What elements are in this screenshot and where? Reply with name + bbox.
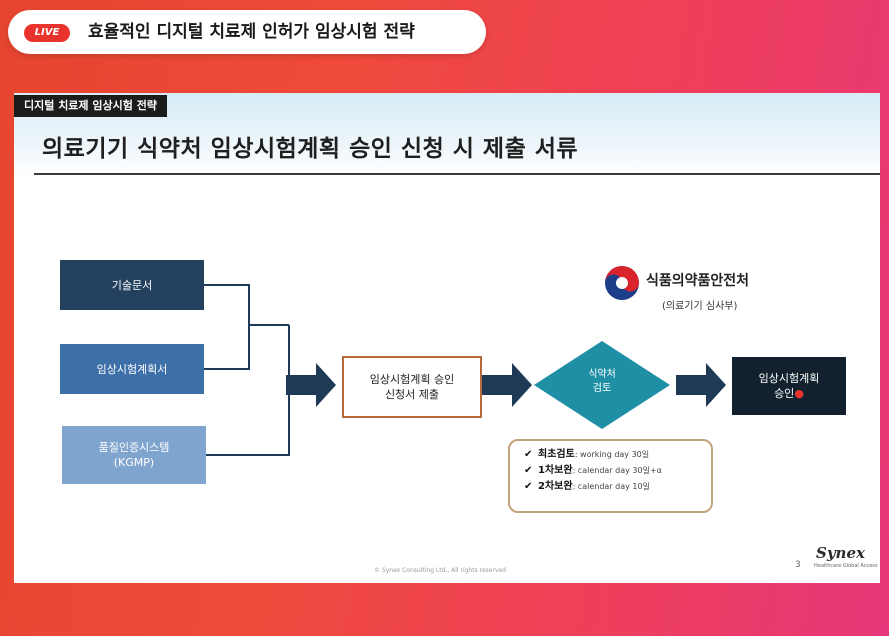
slide-title: 의료기기 식약처 임상시험계획 승인 신청 시 제출 서류: [42, 136, 579, 162]
review-step-label: 식약처 검토: [532, 368, 672, 396]
review-step-line2: 검토: [592, 383, 612, 394]
document-label: 품질인증시스템: [98, 441, 170, 454]
check-icon: ✔: [524, 481, 533, 492]
document-label-sub: (KGMP): [113, 456, 155, 469]
timeline-row: ✔최초검토: working day 30일: [524, 447, 711, 463]
red-dot-icon: ●: [794, 387, 804, 400]
connector-line-3: [206, 325, 290, 456]
right-arrow-icon: [676, 363, 726, 407]
copyright-text: © Synex Consulting Ltd., All rights rese…: [374, 567, 506, 574]
application-label-line1: 임상시험계획 승인: [369, 373, 455, 386]
review-timeline-box: ✔최초검토: working day 30일 ✔1차보완: calendar d…: [508, 439, 713, 513]
document-label: 임상시험계획서: [96, 362, 168, 376]
presentation-slide: 디지털 치료제 임상시험 전략 의료기기 식약처 임상시험계획 승인 신청 시 …: [14, 93, 880, 583]
approval-result-box: 임상시험계획 승인●: [732, 357, 846, 415]
review-diamond: [534, 341, 670, 429]
agency-subdivision: (의료기기 심사부): [662, 301, 738, 312]
application-submission-box: 임상시험계획 승인 신청서 제출: [342, 356, 482, 418]
check-icon: ✔: [524, 449, 533, 460]
result-label-line2: 승인●: [774, 387, 804, 400]
connector-line-2: [204, 325, 250, 370]
document-box-technical: 기술문서: [60, 260, 204, 310]
application-label-line2: 신청서 제출: [384, 388, 440, 401]
flow-connectors: [204, 284, 726, 456]
title-underline: [34, 173, 880, 175]
agency-name: 식품의약품안전처: [646, 273, 750, 289]
connector-line-1: [204, 284, 289, 326]
broadcast-title-bar: LIVE 효율적인 디지털 치료제 인허가 임상시험 전략: [8, 10, 486, 54]
document-label: 기술문서: [111, 278, 153, 292]
right-arrow-icon: [286, 363, 336, 407]
timeline-row: ✔1차보완: calendar day 30일+α: [524, 463, 711, 479]
broadcast-title: 효율적인 디지털 치료제 인허가 임상시험 전략: [88, 22, 415, 42]
result-label-line1: 임상시험계획: [758, 372, 820, 385]
right-arrow-icon: [482, 363, 532, 407]
taegeuk-emblem-icon: [605, 266, 639, 300]
company-logo: Synex: [816, 544, 865, 562]
live-badge: LIVE: [24, 24, 70, 42]
document-box-protocol: 임상시험계획서: [60, 344, 204, 394]
document-box-kgmp: 품질인증시스템 (KGMP): [62, 426, 206, 484]
review-step-line1: 식약처: [588, 369, 616, 380]
timeline-row: ✔2차보완: calendar day 10일: [524, 479, 711, 495]
section-tag: 디지털 치료제 임상시험 전략: [14, 95, 167, 117]
company-tagline: Healthcare Global Access: [814, 563, 878, 569]
check-icon: ✔: [524, 465, 533, 476]
page-number: 3: [795, 560, 801, 570]
